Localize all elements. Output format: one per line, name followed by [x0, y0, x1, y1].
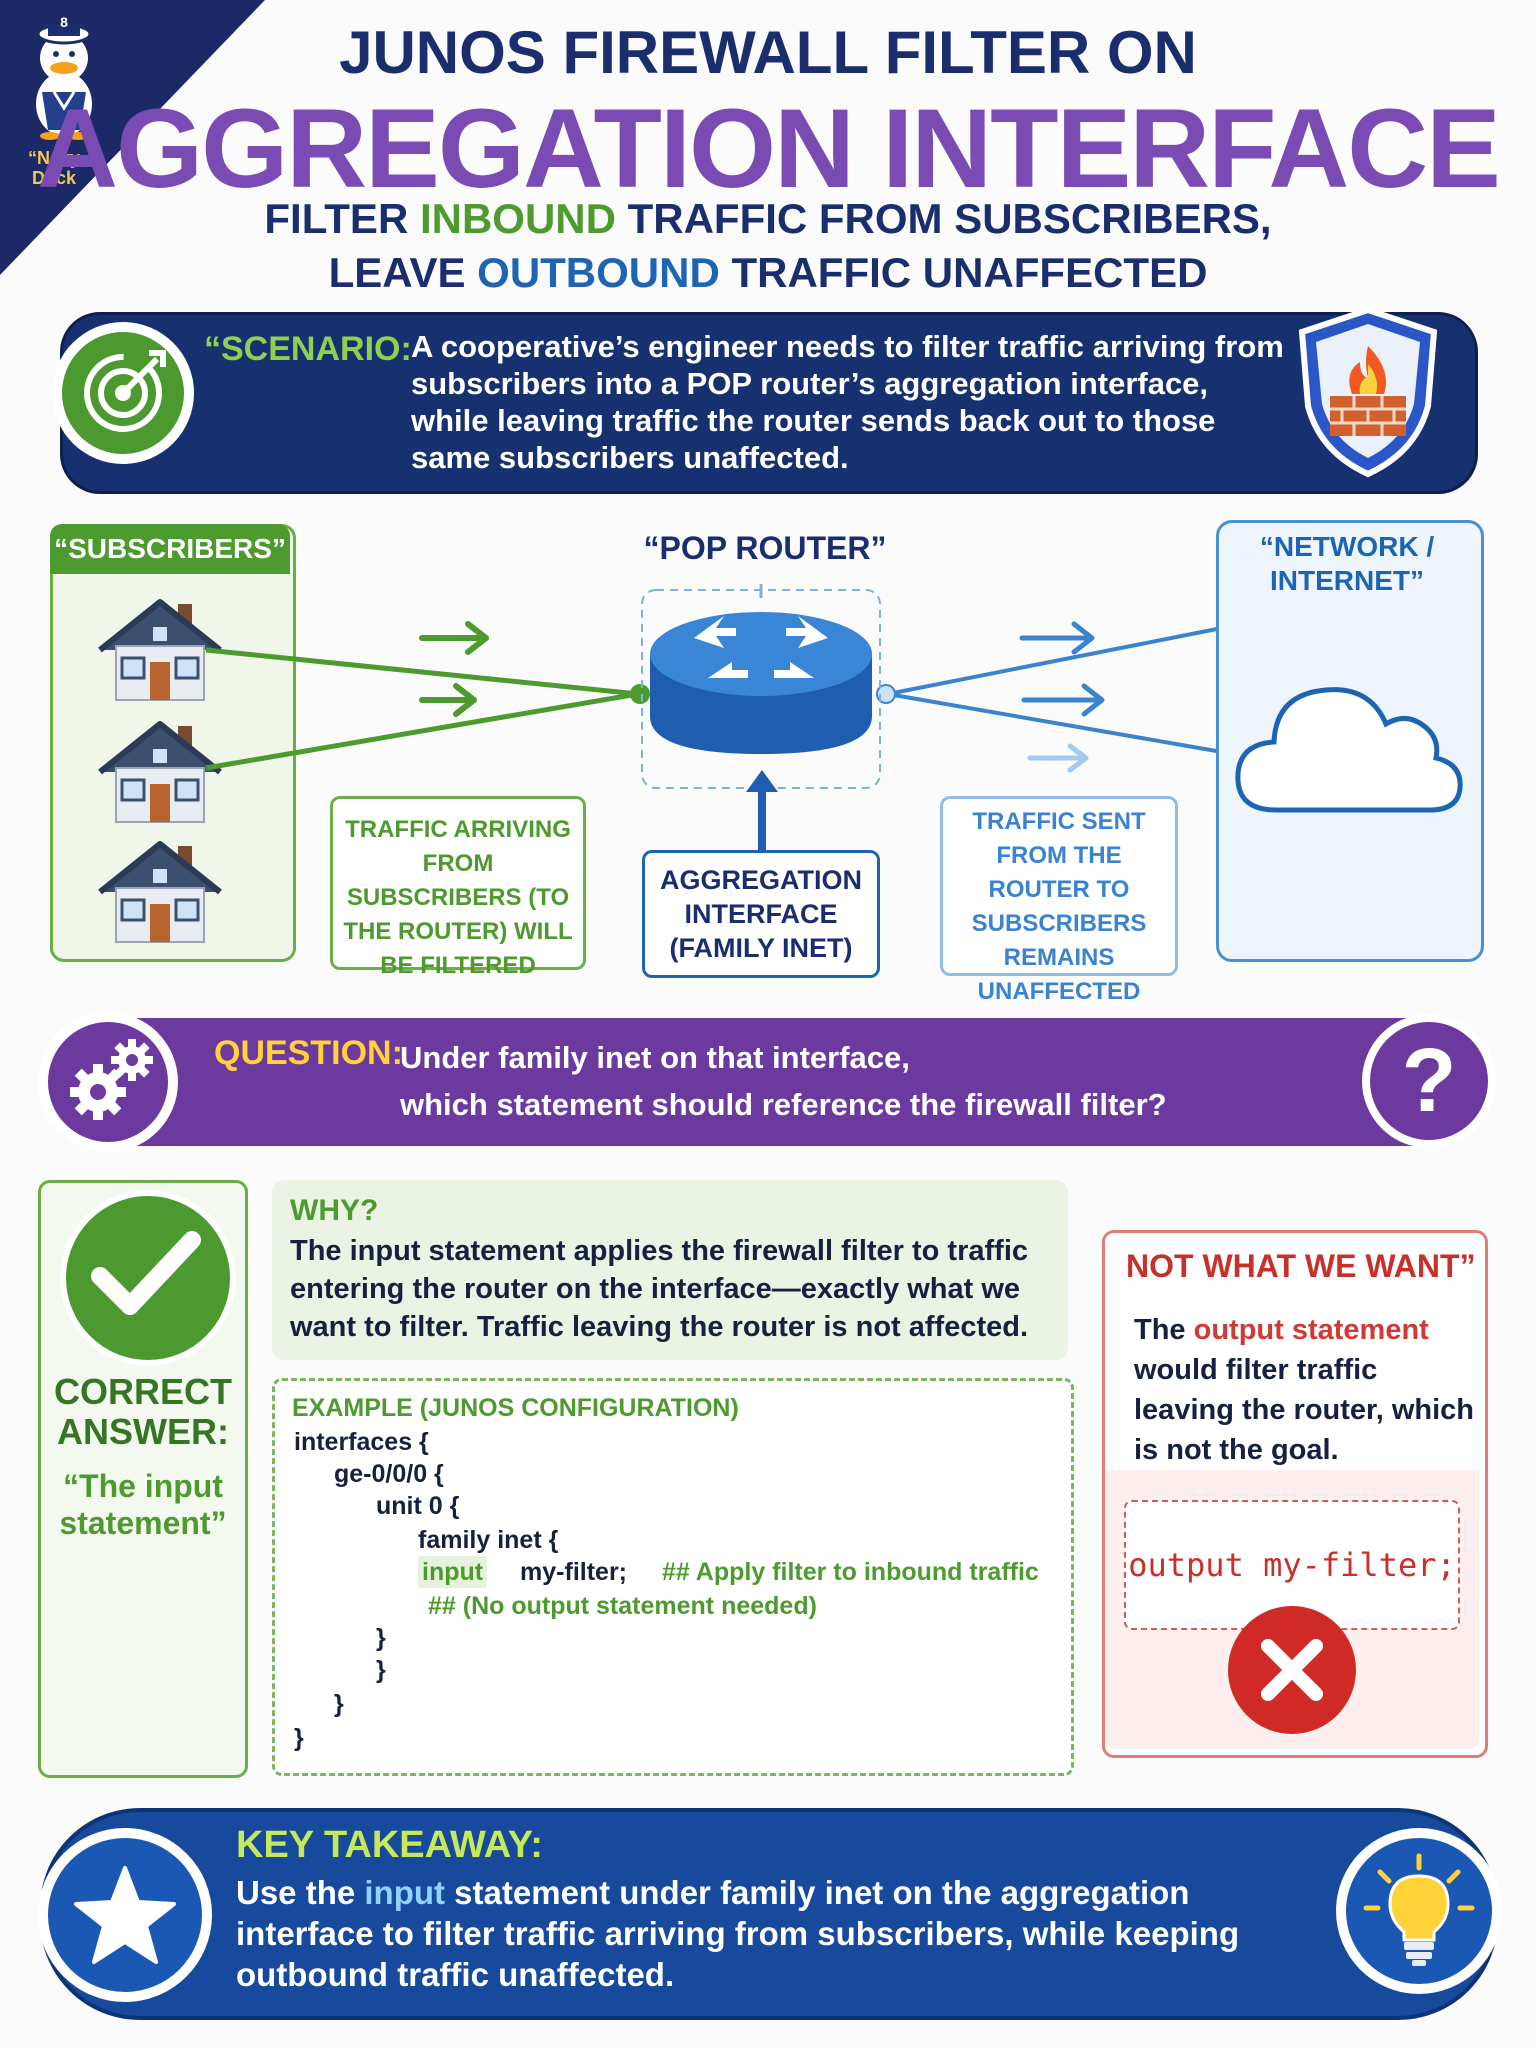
x-icon	[1261, 1639, 1323, 1701]
scenario-label: “SCENARIO:	[204, 330, 412, 368]
title-line-2: AGGREGATION INTERFACE	[37, 86, 1501, 211]
mascot-label: “Navy Duck	[27, 148, 81, 188]
question-banner	[60, 1018, 1480, 1146]
correct-answer-title: CORRECT ANSWER:	[54, 1371, 232, 1452]
house-icon	[98, 841, 222, 943]
title-line-1: JUNOS FIREWALL FILTER ON	[339, 19, 1197, 86]
cloud-icon	[1235, 687, 1463, 813]
why-box	[272, 1180, 1068, 1360]
question-label: QUESTION:	[214, 1034, 403, 1072]
not-wanted-heading: NOT WHAT WE WANT”	[1126, 1248, 1476, 1284]
question-text: Under family inet on that interface, whi…	[400, 1040, 1167, 1122]
inbound-label: TRAFFIC ARRIVING FROM SUBSCRIBERS (TO TH…	[330, 796, 586, 979]
interface-arrow-icon	[746, 770, 778, 854]
code-line: }	[334, 1690, 344, 1718]
code-line-input: input my-filter; ## Apply filter to inbo…	[418, 1556, 1039, 1588]
house-icon	[98, 599, 222, 701]
why-text: The input statement applies the firewall…	[290, 1235, 1029, 1343]
mascot-cap-number: 8	[60, 14, 68, 30]
code-line: interfaces {	[294, 1428, 429, 1456]
takeaway-banner	[40, 1808, 1498, 2020]
network-title: “NETWORK / INTERNET”	[1259, 531, 1435, 596]
example-box	[272, 1378, 1074, 1776]
lightbulb-icon	[1363, 1853, 1475, 1966]
aggregation-label: AGGREGATION INTERFACE (FAMILY INET)	[642, 850, 880, 978]
why-heading: WHY?	[290, 1194, 379, 1227]
takeaway-text: Use the input statement under family ine…	[236, 1874, 1240, 1993]
code-line: ge-0/0/0 {	[334, 1460, 444, 1488]
code-line: }	[294, 1724, 304, 1752]
outbound-label: TRAFFIC SENT FROM THE ROUTER TO SUBSCRIB…	[940, 796, 1178, 1005]
traffic-flow-lines	[205, 621, 1223, 773]
network-box	[1216, 520, 1484, 962]
scenario-text: A cooperative’s engineer needs to filter…	[411, 329, 1284, 475]
star-icon	[74, 1866, 176, 1964]
correct-answer-value: “The input statement”	[59, 1468, 227, 1541]
scenario-banner	[60, 312, 1478, 494]
code-comment: ## (No output statement needed)	[428, 1592, 817, 1620]
code-line: unit 0 {	[376, 1492, 460, 1520]
pop-router-title: “POP ROUTER”	[643, 530, 887, 566]
code-line: family inet {	[418, 1526, 559, 1554]
checkmark-icon	[91, 1231, 201, 1315]
question-icon: ?	[1370, 1022, 1488, 1140]
subscribers-title: “SUBSCRIBERS”	[50, 524, 290, 574]
example-heading: EXAMPLE (JUNOS CONFIGURATION)	[292, 1394, 739, 1422]
target-icon	[84, 350, 166, 432]
firewall-shield-icon	[1298, 306, 1438, 478]
duck-mascot-icon	[36, 23, 92, 140]
gears-icon	[70, 1039, 153, 1120]
takeaway-heading: KEY TAKEAWAY:	[236, 1824, 543, 1866]
subtitle: FILTER INBOUND TRAFFIC FROM SUBSCRIBERS,…	[264, 195, 1272, 296]
code-line: }	[376, 1624, 386, 1652]
not-wanted-text: The output statement would filter traffi…	[1134, 1314, 1475, 1466]
code-line: }	[376, 1656, 386, 1684]
house-icon	[98, 721, 222, 823]
router-icon	[641, 584, 881, 789]
